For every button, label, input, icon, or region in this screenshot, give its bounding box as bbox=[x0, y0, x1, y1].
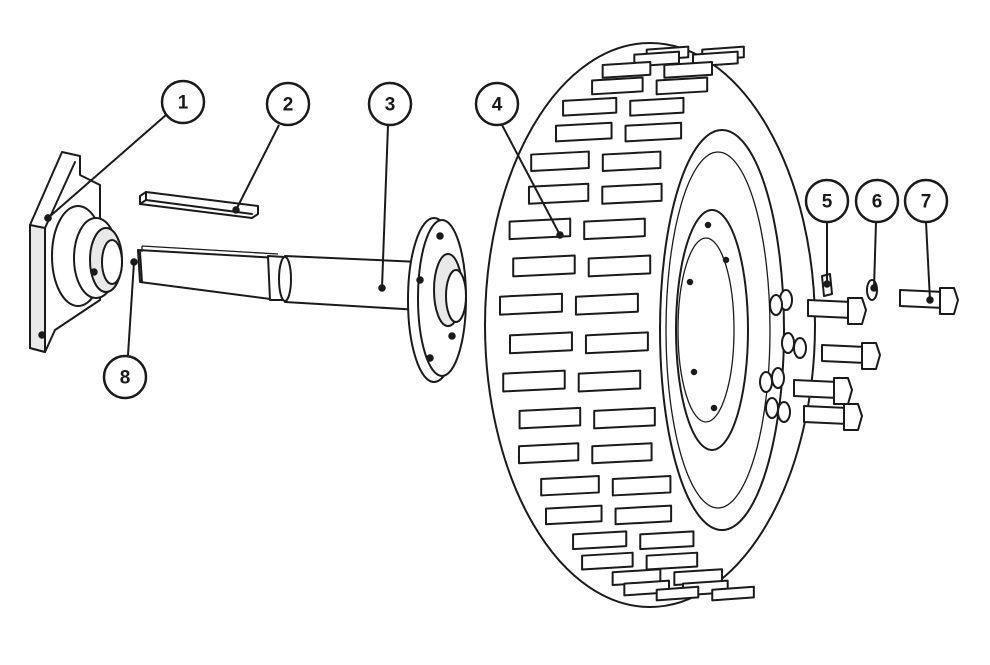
svg-text:7: 7 bbox=[921, 192, 932, 213]
tread-block bbox=[554, 121, 613, 143]
tread-block bbox=[518, 406, 582, 430]
bolt-item-7 bbox=[899, 287, 959, 315]
svg-text:2: 2 bbox=[283, 95, 294, 116]
leader-4 bbox=[501, 124, 561, 236]
leader-1 bbox=[47, 114, 167, 219]
lock-washer-stack bbox=[759, 289, 807, 423]
tread-block bbox=[581, 551, 634, 571]
tread-block bbox=[544, 504, 603, 526]
tread-block bbox=[512, 254, 576, 278]
hardware-group bbox=[759, 273, 959, 431]
tread-block bbox=[655, 76, 709, 96]
tread-block bbox=[572, 530, 628, 551]
tread-block bbox=[629, 96, 685, 117]
callout-2: 2 bbox=[265, 81, 311, 127]
tread-block bbox=[663, 60, 714, 79]
tread-block bbox=[540, 475, 600, 497]
tread-block bbox=[624, 121, 683, 143]
tread-block bbox=[645, 551, 699, 571]
wheel-tire bbox=[484, 42, 816, 608]
leader-3 bbox=[381, 124, 389, 289]
callout-1: 1 bbox=[160, 79, 206, 125]
callout-6: 6 bbox=[854, 178, 900, 224]
tread-block bbox=[614, 504, 673, 526]
callout-4: 4 bbox=[474, 81, 520, 127]
tread-block bbox=[711, 585, 755, 602]
svg-text:1: 1 bbox=[178, 93, 189, 114]
axle-shaft bbox=[137, 217, 467, 383]
svg-text:3: 3 bbox=[385, 95, 396, 116]
tread-block bbox=[601, 60, 652, 79]
shaft-key bbox=[139, 191, 259, 219]
tread-block bbox=[655, 585, 700, 602]
tread-block bbox=[577, 369, 642, 393]
tread-block bbox=[502, 369, 566, 393]
tread-block bbox=[562, 96, 618, 117]
tread-block bbox=[499, 292, 563, 316]
tread-block bbox=[601, 182, 663, 205]
leader-lines bbox=[44, 114, 934, 356]
flange-bearing bbox=[29, 151, 123, 353]
bolt-item-5 bbox=[807, 273, 867, 325]
tire-tread-pattern bbox=[499, 45, 755, 602]
leader-6 bbox=[873, 221, 877, 289]
callout-5: 5 bbox=[804, 178, 850, 224]
svg-text:5: 5 bbox=[822, 192, 833, 213]
leader-8 bbox=[127, 261, 135, 356]
bolt-row bbox=[793, 342, 881, 431]
callout-3: 3 bbox=[367, 81, 413, 127]
tread-block bbox=[583, 217, 646, 241]
tread-block bbox=[591, 76, 644, 96]
tread-block bbox=[509, 331, 573, 355]
callout-8: 8 bbox=[102, 354, 148, 400]
callout-7: 7 bbox=[903, 178, 949, 224]
svg-text:8: 8 bbox=[120, 368, 131, 389]
tread-block bbox=[639, 530, 695, 551]
leader-7 bbox=[925, 221, 931, 301]
tread-block bbox=[527, 182, 590, 205]
tread-block bbox=[530, 150, 590, 172]
tread-block bbox=[574, 292, 639, 316]
tread-block bbox=[601, 150, 662, 172]
tread-block bbox=[611, 475, 672, 497]
svg-text:6: 6 bbox=[872, 192, 883, 213]
svg-text:4: 4 bbox=[492, 95, 503, 116]
tread-block bbox=[593, 406, 656, 430]
tread-block bbox=[584, 331, 649, 355]
tread-block bbox=[517, 442, 580, 465]
leader-2 bbox=[235, 124, 280, 211]
tread-block bbox=[587, 254, 652, 278]
tread-block bbox=[591, 442, 653, 465]
callout-bubbles: 1 2 3 4 5 6 7 8 bbox=[102, 79, 949, 400]
